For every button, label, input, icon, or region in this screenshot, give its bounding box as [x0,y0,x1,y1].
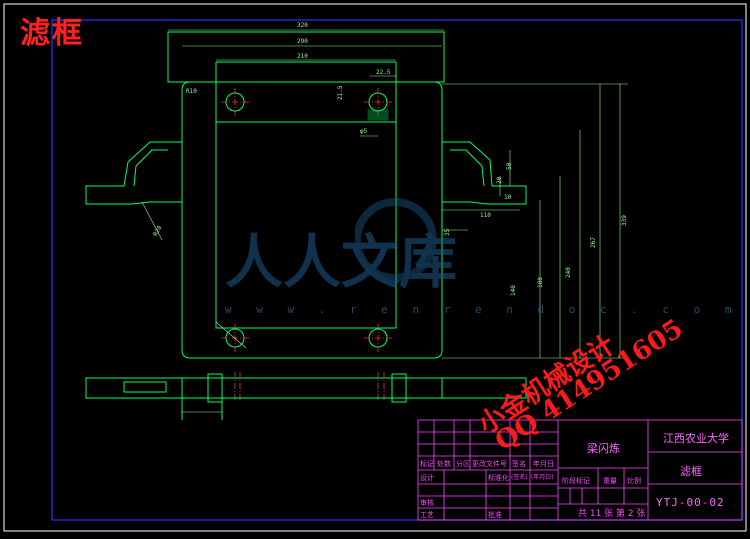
dim-240: 240 [565,267,572,278]
stage-mark: 阶段标记 [562,477,590,485]
drawing-title: 滤框 [20,16,84,51]
drawing-frame [51,19,743,521]
dim-140: 140 [510,285,517,296]
centerlines [221,88,392,402]
dim-21-5: 21.5 [337,85,344,100]
filter-frame-top-view [85,31,527,359]
dim-20: 20 [496,176,503,184]
row-std: 标准化 [488,474,509,482]
dim-180: 180 [537,277,544,288]
filter-frame-side-view [85,373,527,420]
col-sign2: (签名) [511,474,528,481]
dimension-lines [141,29,628,413]
dim-50: 50 [506,162,513,170]
row-process: 工艺 [420,511,434,519]
title-block-grid [417,419,743,521]
watermark-url: w w w . r e n r e n d o c . c o m [225,303,741,316]
row-approve: 批准 [488,511,502,519]
dim-320: 320 [297,22,308,29]
watermark-logo-text: 人人文库 [225,228,458,296]
part-name: 滤框 [680,465,702,478]
col-sign: 签名 [512,460,526,468]
dim-phi5: φ5 [360,128,368,135]
dim-339: 339 [621,215,628,226]
designer-name: 梁闪炼 [587,442,620,455]
dim-110: 110 [480,212,491,219]
col-count: 处数 [437,460,451,468]
col-date2: (年月日) [531,474,554,481]
dim-22-5: 22.5 [376,69,391,76]
row-design: 设计 [420,474,434,482]
sheet-border [3,3,747,532]
col-date: 年月日 [533,460,554,468]
sheet-info: 共 11 张 第 2 张 [578,509,646,519]
university-name: 江西农业大学 [663,432,729,445]
dim-267: 267 [590,237,597,248]
col-zone: 分区 [456,460,470,468]
watermark-ring-icon [355,198,437,282]
scale-label: 比例 [627,477,641,485]
col-doc: 更改文件号 [472,460,507,468]
row-check: 审核 [420,499,434,507]
dim-290: 290 [297,38,308,45]
dim-r10: R10 [186,88,197,95]
dim-210: 210 [297,53,308,60]
col-mark: 标记 [420,460,434,468]
weight-label: 重量 [603,477,617,485]
drawing-code: YTJ-00-02 [656,496,725,509]
dim-35: 35 [444,228,451,236]
dim-10: 10 [504,194,512,201]
